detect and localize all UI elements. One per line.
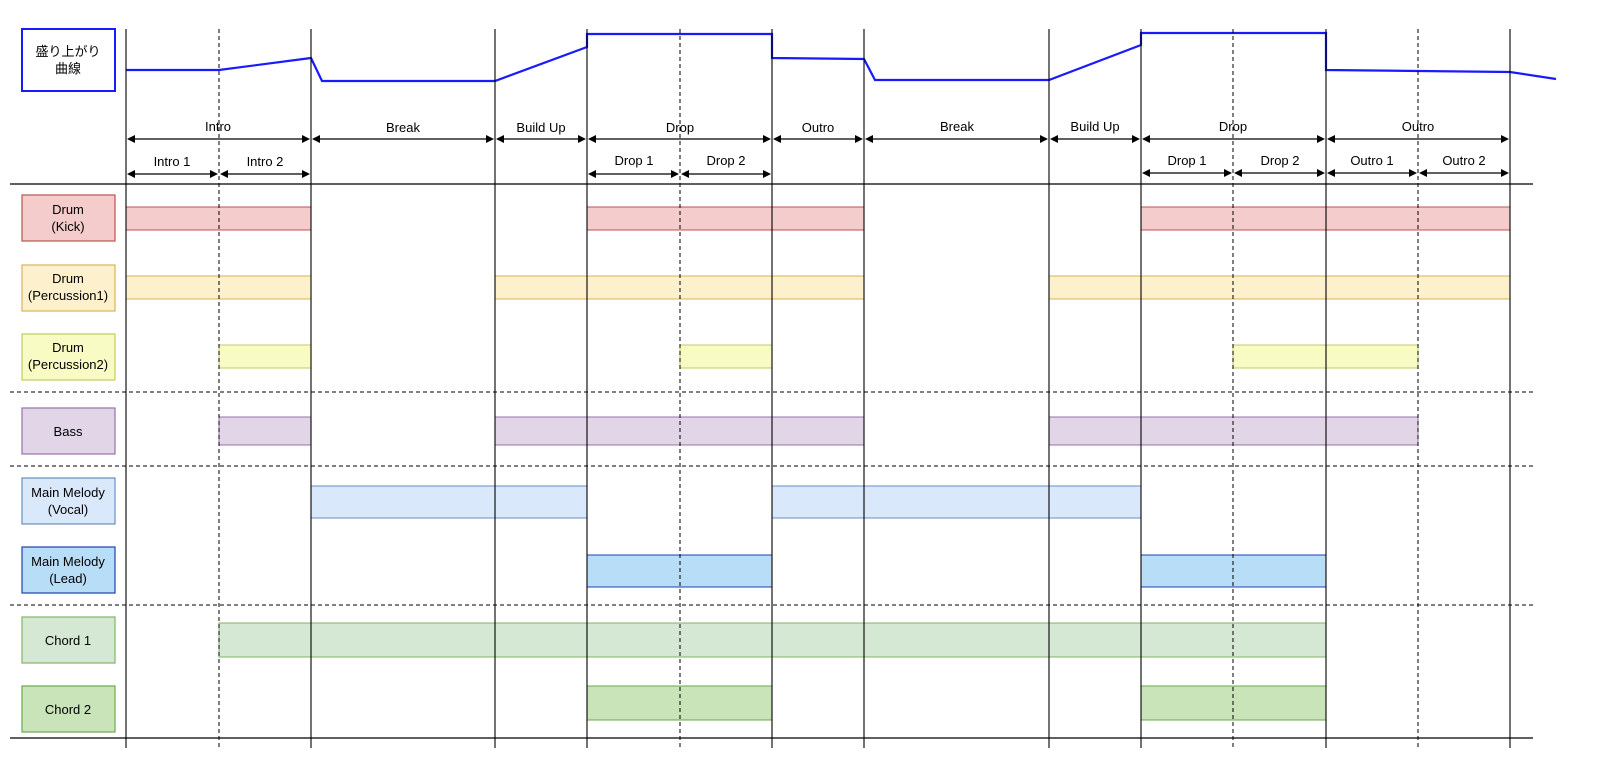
bar-vocal-2	[771, 485, 1142, 519]
track-label-text: Main Melody	[31, 554, 105, 569]
bar-bass-intro2	[218, 416, 312, 446]
section-label-break: Break	[386, 120, 420, 135]
section-label-outro: Outro	[802, 120, 835, 135]
section-label-intro: Intro	[205, 119, 231, 134]
track-label-text: Drum	[52, 202, 84, 217]
subsection-boundaries	[218, 29, 1419, 748]
subsection-label: Drop 2	[706, 153, 745, 168]
bar-vocal-1	[310, 485, 588, 519]
curve-title-line-2: 曲線	[55, 61, 81, 77]
bar-perc2-drop2	[679, 344, 773, 369]
track-label-bass: Bass	[21, 407, 116, 455]
track-label-text: Drum	[52, 340, 84, 355]
subsection-arrowheads	[127, 169, 1509, 178]
track-label-chord1: Chord 1	[21, 616, 116, 664]
subsection-label: Outro 2	[1442, 153, 1485, 168]
section-arrowheads	[127, 135, 1509, 143]
subsection-label: Drop 2	[1260, 153, 1299, 168]
section-label-buildup: Build Up	[1070, 119, 1119, 134]
section-label-buildup: Build Up	[516, 120, 565, 135]
track-label-chord2: Chord 2	[21, 685, 116, 733]
subsection-label: Intro 1	[154, 154, 191, 169]
track-label-text: Chord 1	[45, 633, 91, 648]
intensity-curve	[126, 31, 1557, 83]
track-label-percussion1: Drum (Percussion1)	[21, 264, 116, 312]
bar-kick-drop-outro-1	[586, 206, 865, 231]
section-label-outro: Outro	[1402, 119, 1435, 134]
track-label-percussion2: Drum (Percussion2)	[21, 333, 116, 381]
section-label-drop: Drop	[666, 120, 694, 135]
track-label-text: Main Melody	[31, 485, 105, 500]
curve-title-box	[21, 28, 116, 92]
track-label-text: (Percussion1)	[28, 288, 108, 303]
track-label-text: Bass	[54, 424, 83, 439]
track-label-text: (Lead)	[49, 571, 87, 586]
subsection-label: Intro 2	[247, 154, 284, 169]
track-label-text: Chord 2	[45, 702, 91, 717]
track-label-lead: Main Melody (Lead)	[21, 546, 116, 594]
subsection-label: Drop 1	[614, 153, 653, 168]
track-label-vocal: Main Melody (Vocal)	[21, 477, 116, 525]
track-label-text: Drum	[52, 271, 84, 286]
section-label-break: Break	[940, 119, 974, 134]
subsection-label: Drop 1	[1167, 153, 1206, 168]
bar-perc2-intro2	[218, 344, 312, 369]
track-label-text: (Vocal)	[48, 502, 88, 517]
track-label-text: (Kick)	[51, 219, 84, 234]
track-label-kick: Drum (Kick)	[21, 194, 116, 242]
curve-title-line-1: 盛り上がり	[35, 45, 100, 60]
section-boundaries	[125, 29, 1511, 748]
track-label-text: (Percussion2)	[28, 357, 108, 372]
subsection-label: Outro 1	[1350, 153, 1393, 168]
bar-perc1-end	[1048, 275, 1511, 300]
subsection-arrows	[130, 172, 1506, 175]
section-label-drop: Drop	[1219, 119, 1247, 134]
